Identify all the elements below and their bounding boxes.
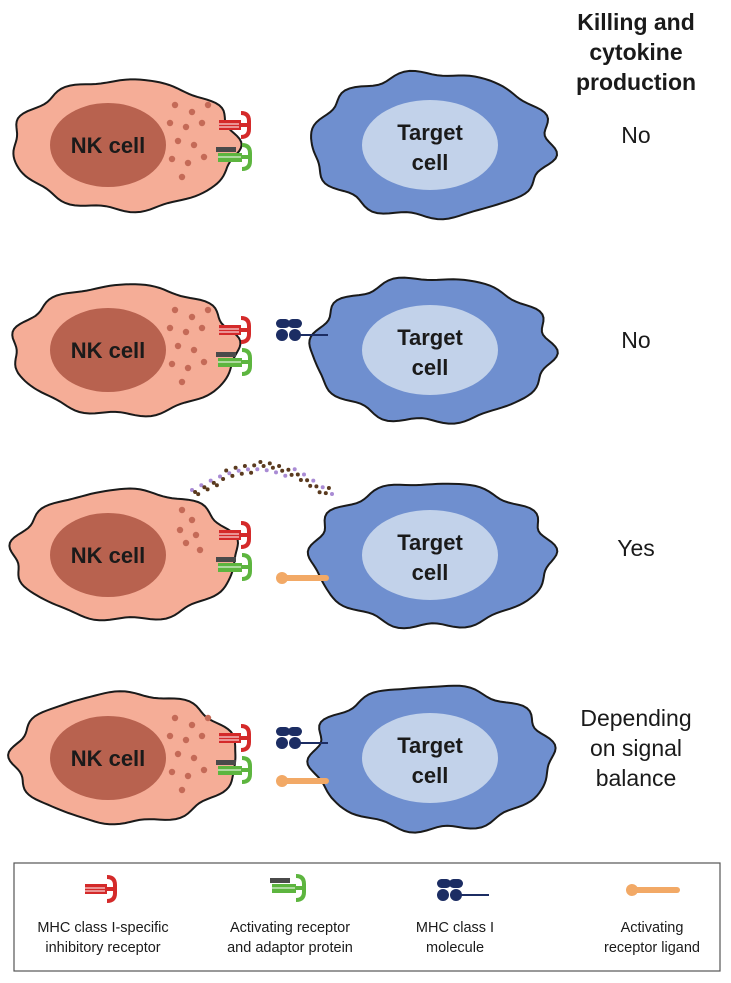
- legend-item: Activating receptor ligand: [604, 884, 700, 956]
- activating-receptor-icon: [216, 756, 252, 784]
- outcome-text: Depending: [580, 705, 691, 731]
- inhibitory-receptor-icon: [219, 111, 251, 139]
- ligand-icon: [626, 884, 680, 896]
- legend-label: receptor ligand: [604, 940, 700, 956]
- outcome-column-header: Killing and cytokine production: [576, 9, 696, 95]
- scenario-row: Target cell NK cell No: [11, 276, 651, 425]
- target-cell-label-line-2: cell: [412, 355, 449, 380]
- activating-receptor-icon: [216, 348, 252, 376]
- nk-cell-nucleus: [50, 716, 166, 800]
- legend-item: MHC class I-specific inhibitory receptor: [37, 875, 169, 956]
- header-line-3: production: [576, 69, 696, 95]
- nk-cell-nucleus: [50, 308, 166, 392]
- scenario-row: Target cell NK cell No: [12, 69, 651, 221]
- target-cell-label-line-2: cell: [412, 150, 449, 175]
- activating-receptor-icon: [216, 143, 252, 171]
- target-cell-label-line-1: Target: [397, 325, 463, 350]
- outcome-text: on signal: [590, 735, 682, 761]
- nk-cell-label: NK cell: [71, 543, 146, 568]
- outcome-text: No: [621, 327, 650, 353]
- inhibitory-receptor-icon: [219, 724, 251, 752]
- target-cell-label-line-2: cell: [412, 763, 449, 788]
- ligand-icon: [276, 775, 329, 787]
- legend-item: MHC class I molecule: [416, 879, 494, 956]
- outcome-text: Yes: [617, 535, 655, 561]
- nk-cell-label: NK cell: [71, 133, 146, 158]
- cytokine-release: [190, 460, 334, 497]
- legend-label: and adaptor protein: [227, 940, 353, 956]
- inhibitory-receptor-icon: [85, 875, 117, 903]
- target-cell-label-line-1: Target: [397, 530, 463, 555]
- granules: [166, 101, 212, 181]
- scenario-row: Target cell NK cell Yes: [8, 460, 655, 630]
- mhc-class-i-icon: [276, 727, 328, 749]
- nk-cell-nucleus: [50, 513, 166, 597]
- target-cell-nucleus: [362, 100, 498, 190]
- nk-cell-nucleus: [50, 103, 166, 187]
- target-cell-label-line-1: Target: [397, 733, 463, 758]
- scenario-row: Target cell NK cell Depending on signal balan…: [7, 684, 692, 834]
- header-line-2: cytokine: [589, 39, 682, 65]
- activating-receptor-icon: [216, 553, 252, 581]
- legend-box: [13, 862, 721, 972]
- header-line-1: Killing and: [577, 9, 695, 35]
- granules: [166, 714, 212, 794]
- mhc-class-i-icon: [437, 879, 489, 901]
- legend-label: MHC class I-specific: [37, 920, 168, 936]
- legend-label: MHC class I: [416, 920, 494, 936]
- target-cell-nucleus: [362, 510, 498, 600]
- inhibitory-receptor-icon: [219, 521, 251, 549]
- target-cell-label-line-2: cell: [412, 560, 449, 585]
- inhibitory-receptor-icon: [219, 316, 251, 344]
- legend-label: Activating receptor: [230, 920, 350, 936]
- outcome-text: No: [621, 122, 650, 148]
- granules: [166, 306, 212, 386]
- outcome-text: balance: [596, 765, 677, 791]
- activating-receptor-icon: [270, 874, 306, 902]
- mhc-class-i-icon: [276, 319, 328, 341]
- ligand-icon: [276, 572, 329, 584]
- granules: [176, 506, 204, 554]
- legend-label: molecule: [426, 940, 484, 956]
- legend-label: inhibitory receptor: [45, 940, 160, 956]
- nk-cell-label: NK cell: [71, 746, 146, 771]
- nk-cell-label: NK cell: [71, 338, 146, 363]
- target-cell-label-line-1: Target: [397, 120, 463, 145]
- target-cell-nucleus: [362, 713, 498, 803]
- legend: MHC class I-specific inhibitory receptor A…: [13, 862, 721, 972]
- legend-label: Activating: [621, 920, 684, 936]
- legend-item: Activating receptor and adaptor protein: [227, 874, 353, 956]
- target-cell-nucleus: [362, 305, 498, 395]
